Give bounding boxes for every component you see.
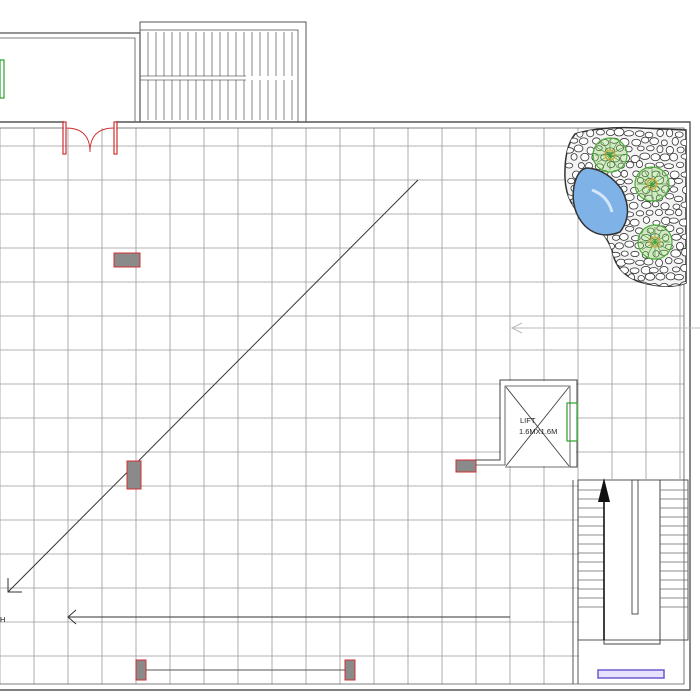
- column: [113, 252, 141, 268]
- ramp-line: [7, 179, 419, 593]
- window-left: [0, 59, 5, 99]
- double-door[interactable]: [62, 121, 118, 155]
- lift-label: LIFT: [520, 416, 536, 425]
- entry-arrow: [510, 322, 700, 334]
- skylight-strip: [597, 669, 665, 679]
- column: [135, 659, 147, 681]
- lift-size: 1.6MX1.6M: [519, 427, 557, 436]
- plant-icon: [634, 166, 670, 202]
- edge-label: H: [0, 615, 5, 624]
- floor-tile-grid: [0, 128, 684, 684]
- columns: [113, 252, 477, 681]
- column: [455, 459, 477, 473]
- exterior-walls: [0, 121, 691, 691]
- plant-icon: [592, 137, 628, 173]
- lift-door: [566, 402, 578, 442]
- column: [126, 460, 142, 490]
- column: [344, 659, 356, 681]
- plant-icon: [637, 224, 673, 260]
- upper-stair-treads: [140, 32, 293, 120]
- upper-room: [0, 21, 307, 123]
- lift-shaft: [476, 379, 578, 468]
- pond: [572, 167, 629, 236]
- lower-stair-treads: [578, 489, 688, 608]
- walkway-arrow: [67, 609, 510, 625]
- pebble-garden: [564, 126, 687, 287]
- stair-up-arrow: [598, 478, 610, 640]
